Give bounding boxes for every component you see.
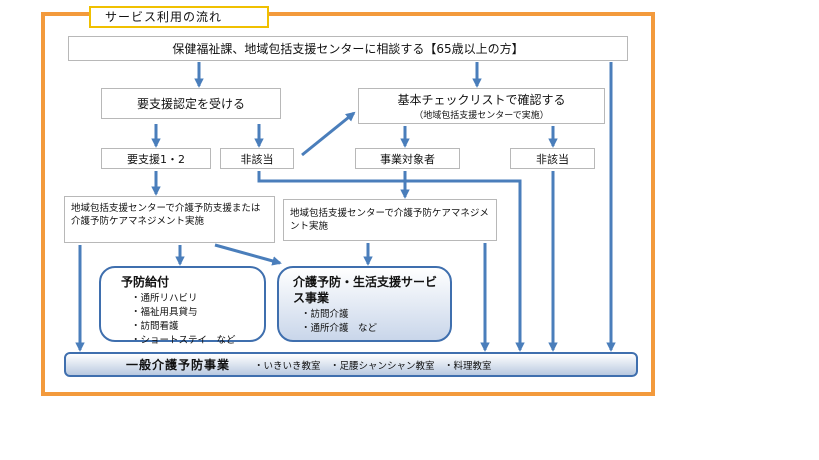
not-applicable-box-1: 非該当 <box>220 148 294 169</box>
arrow-not-applicable-to-general <box>257 171 525 352</box>
flow-frame <box>41 12 655 396</box>
not-applicable-text-2: 非該当 <box>536 152 569 166</box>
care-management-box-2: 地域包括支援センターで介護予防ケアマネジメント実施 <box>283 199 497 241</box>
life-support-list: ・訪問介護 ・通所介護 など <box>293 308 442 336</box>
checklist-sub-text: （地域包括支援センターで実施） <box>414 111 549 121</box>
consult-box: 保健福祉課、地域包括支援センターに相談する【65歳以上の方】 <box>68 36 628 61</box>
list-item: ・通所リハビリ <box>131 293 198 304</box>
list-item: ・通所介護 など <box>301 323 378 334</box>
not-applicable-box-2: 非該当 <box>510 148 595 169</box>
checklist-box: 基本チェックリストで確認する （地域包括支援センターで実施） <box>358 88 605 124</box>
life-support-box: 介護予防・生活支援サービス事業 ・訪問介護 ・通所介護 など <box>277 266 452 342</box>
support-levels-text: 要支援1・2 <box>127 152 185 166</box>
prevention-benefits-heading: 予防給付 <box>121 275 170 289</box>
prevention-benefits-list: ・通所リハビリ ・福祉用具貸与 ・訪問看護 ・ショートステイ など <box>121 292 264 348</box>
general-prevention-bar: 一般介護予防事業 ・いきいき教室 ・足腰シャンシャン教室 ・料理教室 <box>64 352 638 377</box>
arrow-care-mgmt-1-to-life-support <box>214 243 282 266</box>
list-item: ・福祉用具貸与 <box>131 307 198 318</box>
consult-text: 保健福祉課、地域包括支援センターに相談する【65歳以上の方】 <box>172 42 524 56</box>
certification-text: 要支援認定を受ける <box>136 97 245 111</box>
general-prevention-title: 一般介護予防事業 <box>126 358 231 372</box>
support-levels-box: 要支援1・2 <box>101 148 211 169</box>
care-management-box-1: 地域包括支援センターで介護予防支援または介護予防ケアマネジメント実施 <box>64 196 275 243</box>
list-item: ・訪問看護 <box>131 321 179 332</box>
list-item: ・訪問介護 <box>301 309 349 320</box>
target-person-text: 事業対象者 <box>380 152 435 166</box>
target-person-box: 事業対象者 <box>355 148 460 169</box>
care-management-text-1: 地域包括支援センターで介護予防支援または介護予防ケアマネジメント実施 <box>71 203 261 227</box>
checklist-main-text: 基本チェックリストで確認する <box>397 93 566 107</box>
certification-box: 要支援認定を受ける <box>101 88 281 119</box>
life-support-heading: 介護予防・生活支援サービス事業 <box>293 275 438 305</box>
prevention-benefits-box: 予防給付 ・通所リハビリ ・福祉用具貸与 ・訪問看護 ・ショートステイ など <box>99 266 266 346</box>
not-applicable-text-1: 非該当 <box>240 152 274 166</box>
care-management-text-2: 地域包括支援センターで介護予防ケアマネジメント実施 <box>290 208 489 232</box>
list-item: ・ショートステイ など <box>131 335 236 346</box>
diagram-title: サービス利用の流れ <box>89 6 269 28</box>
general-prevention-items: ・いきいき教室 ・足腰シャンシャン教室 ・料理教室 <box>254 360 492 372</box>
arrow-not-applicable-to-checklist <box>301 111 356 157</box>
